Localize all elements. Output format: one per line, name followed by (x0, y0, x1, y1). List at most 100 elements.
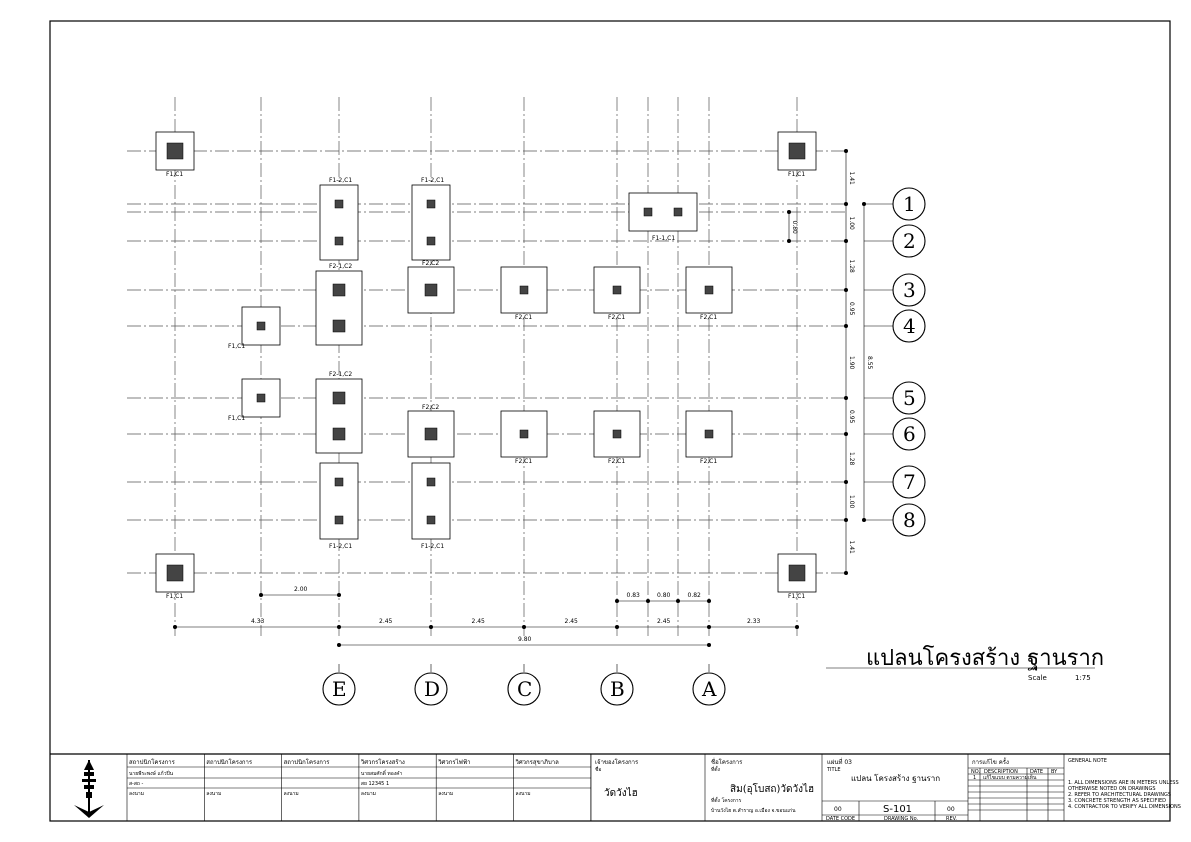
column (332, 391, 346, 405)
footing-label: F1,C1 (166, 593, 183, 600)
footing-label: F2-1,C2 (329, 371, 352, 378)
dim-tick (173, 625, 177, 629)
dim-tick (337, 593, 341, 597)
dim-tick (787, 210, 791, 214)
cell-name: นายพีระพงษ์ แก้วปิ่น (129, 770, 174, 777)
cell-license: ส-สถ - (129, 781, 144, 787)
combined-footing (319, 184, 359, 261)
dim-tick (707, 625, 711, 629)
dim-tick (337, 625, 341, 629)
column (519, 429, 529, 439)
sheet-foot-right: REV. (946, 816, 957, 822)
cell-sign: ลงนาม (516, 791, 531, 797)
drawing-title: แปลนโครงสร้าง ฐานราก (866, 645, 1104, 671)
footing-label: F1-2,C1 (421, 177, 444, 184)
cell-sign: ลงนาม (206, 791, 221, 797)
grid-bubble-6 (892, 417, 926, 451)
column (332, 427, 346, 441)
grid-bubble-A (692, 672, 726, 706)
dim-text: 9.80 (518, 636, 532, 643)
rev-col-no: NO. (971, 769, 980, 775)
column (332, 283, 346, 297)
dim-text: 1.90 (848, 356, 855, 370)
column (166, 564, 184, 582)
dim-tick (429, 625, 433, 629)
dim-tick (844, 288, 848, 292)
note-line: 1. ALL DIMENSIONS ARE IN METERS UNLESS (1068, 780, 1179, 786)
footing-label: F2,C1 (608, 458, 625, 465)
combined-footing (628, 192, 698, 232)
project-sub: ที่ตั้ง (711, 764, 721, 773)
dim-tick (615, 625, 619, 629)
grid-bubble-4 (892, 309, 926, 343)
dim-tick (522, 625, 526, 629)
note-line: 3. CONCRETE STRENGTH AS SPECIFIED (1068, 798, 1166, 804)
dim-text: 0.80 (791, 221, 798, 235)
cell-heading: วิศวกรสุขาภิบาล (515, 759, 559, 766)
cell-name: นายสมศักดิ์ ทองคำ (361, 769, 403, 777)
grid-bubble-label: 7 (903, 470, 916, 494)
dim-text: 0.83 (627, 592, 641, 599)
column (788, 142, 806, 160)
dim-tick (337, 643, 341, 647)
column (519, 285, 529, 295)
cell-heading: สถาปนิกโครงการ (129, 758, 176, 766)
column (673, 207, 683, 217)
dim-tick (844, 396, 848, 400)
dim-text: 1.28 (848, 260, 855, 274)
footing-label: F1,C1 (166, 171, 183, 178)
dim-text: 1.00 (848, 217, 855, 231)
dim-text: 2.45 (379, 618, 393, 625)
column (426, 199, 436, 209)
combined-footing (315, 270, 363, 346)
cell-sign: ลงนาม (129, 791, 144, 797)
cell-sign: ลงนาม (438, 791, 453, 797)
column (334, 236, 344, 246)
column (788, 564, 806, 582)
column (424, 427, 438, 441)
dim-tick (844, 480, 848, 484)
dim-tick (615, 599, 619, 603)
grid-bubble-label: C (517, 677, 532, 701)
grid-bubble-label: 8 (903, 508, 916, 532)
project-name: สิม(อุโบสถ)วัดวังไฮ (730, 782, 814, 795)
owner-name: วัดวังไฮ (604, 787, 638, 799)
combined-footing (411, 462, 451, 540)
grid-bubble-label: 1 (903, 192, 916, 216)
grid-bubble-E (322, 672, 356, 706)
dim-tick (844, 202, 848, 206)
project-location: ที่ตั้ง โครงการ (711, 795, 742, 804)
dim-tick (844, 518, 848, 522)
combined-footing (315, 378, 363, 454)
dim-tick (707, 643, 711, 647)
cell-sign: ลงนาม (361, 791, 376, 797)
dim-text: 2.00 (294, 586, 308, 593)
grid-bubble-8 (892, 503, 926, 537)
grid-bubble-C (507, 672, 541, 706)
dim-text: 1.41 (848, 172, 855, 186)
dim-tick (844, 239, 848, 243)
dim-text: 2.45 (565, 618, 579, 625)
cell-heading: สถาปนิกโครงการ (284, 758, 331, 766)
column (332, 319, 346, 333)
sheet-title: แปลน โครงสร้าง ฐานราก (851, 773, 940, 783)
rev-col-desc: DESCRIPTION (984, 769, 1018, 775)
footing-label: F1-2,C1 (421, 543, 444, 550)
grid-bubble-B (600, 672, 634, 706)
grid-bubble-label: 4 (903, 314, 916, 338)
grid-bubble-label: 2 (903, 229, 916, 253)
column (704, 285, 714, 295)
dim-tick (844, 324, 848, 328)
dim-tick (787, 239, 791, 243)
footing-label: F1,C1 (788, 593, 805, 600)
grid-bubble-5 (892, 381, 926, 415)
grid-bubble-2 (892, 224, 926, 258)
column (643, 207, 653, 217)
footing-label: F2,C1 (515, 314, 532, 321)
cell-license: สย 12345 1 (361, 781, 389, 787)
footing-label: F1-1,C1 (652, 235, 675, 242)
